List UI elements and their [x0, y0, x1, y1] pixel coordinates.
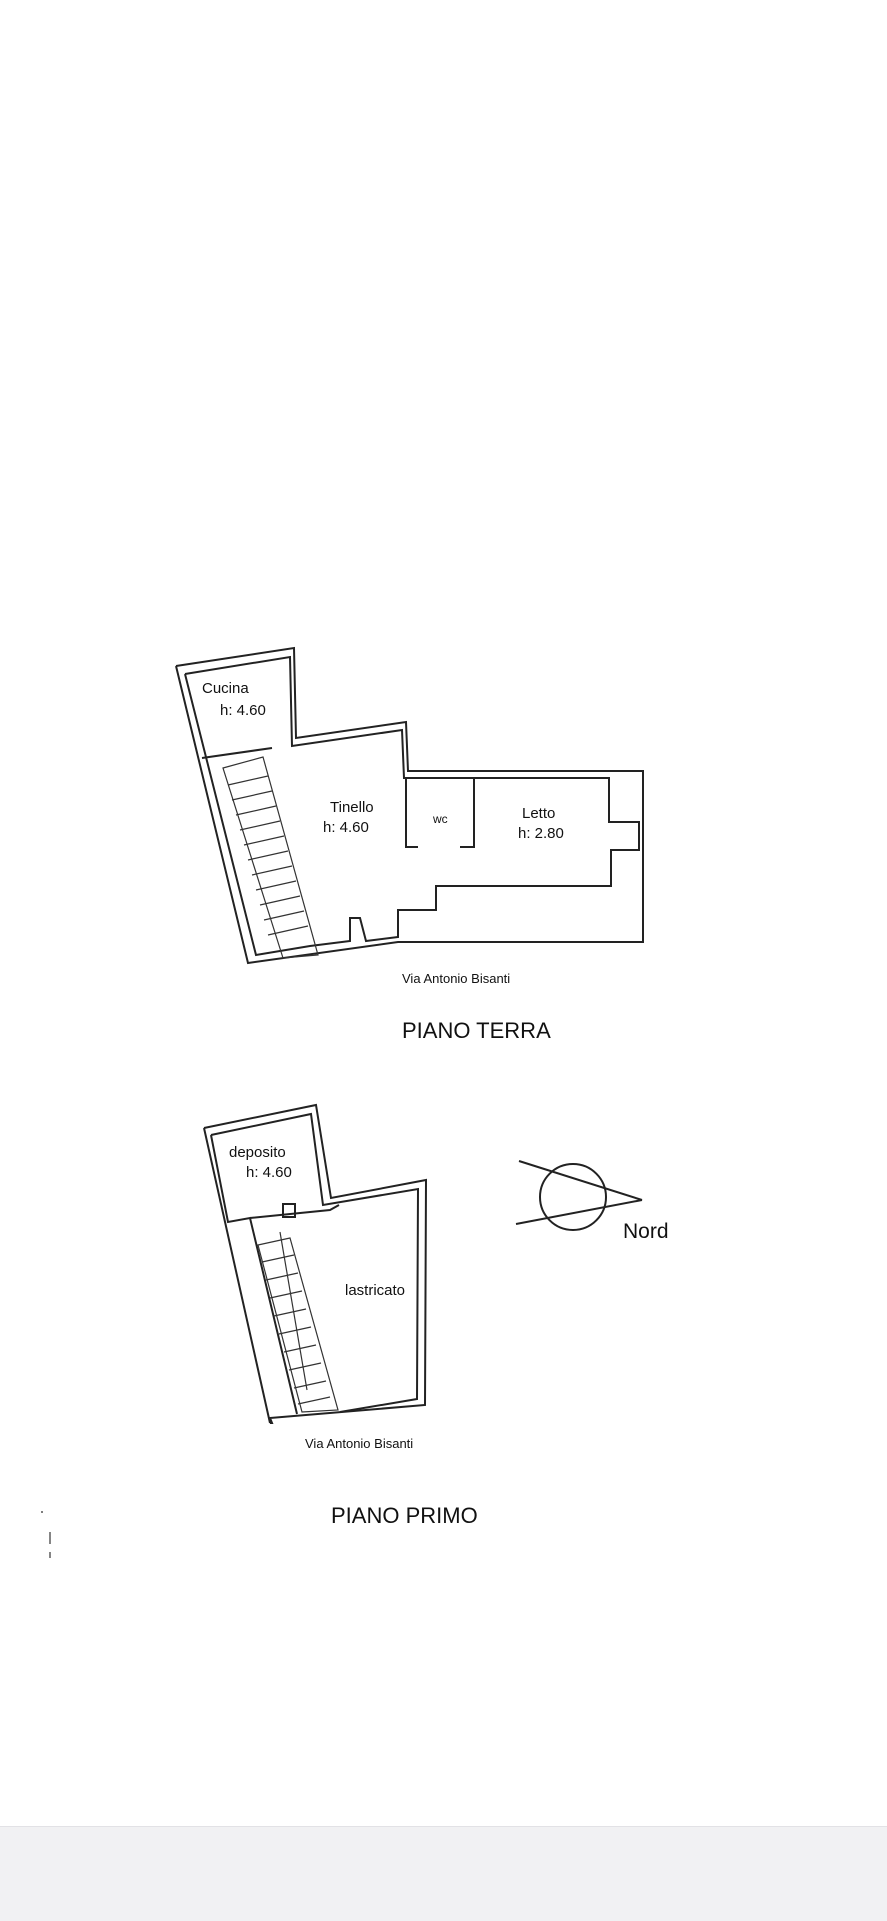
room-label-wc: wc: [432, 812, 448, 826]
room-label-cucina: Cucina: [202, 680, 249, 697]
staircase: [222, 756, 319, 959]
street-label-ground: Via Antonio Bisanti: [402, 971, 510, 986]
staircase: [257, 1231, 339, 1413]
scan-marks: [41, 1511, 51, 1558]
room-label-deposito: deposito: [229, 1144, 286, 1161]
bottom-navigation-bar: [0, 1826, 887, 1921]
north-compass-icon: Nord: [515, 1160, 669, 1243]
floor-title-ground: PIANO TERRA: [402, 1018, 551, 1043]
room-label-tinello: Tinello: [330, 799, 374, 816]
room-height-tinello: h: 4.60: [323, 819, 369, 836]
room-height-cucina: h: 4.60: [220, 702, 266, 719]
first-floor-plan: deposito h: 4.60 lastricato Via Antonio …: [203, 1103, 478, 1528]
room-height-letto: h: 2.80: [518, 825, 564, 842]
room-label-letto: Letto: [522, 805, 555, 822]
floor-title-first: PIANO PRIMO: [331, 1503, 478, 1528]
ground-floor-plan: Cucina h: 4.60 Tinello h: 4.60 wc Letto …: [175, 646, 644, 1043]
room-label-lastricato: lastricato: [345, 1282, 405, 1299]
compass-label: Nord: [623, 1220, 669, 1243]
room-height-deposito: h: 4.60: [246, 1164, 292, 1181]
street-label-first: Via Antonio Bisanti: [305, 1436, 413, 1451]
